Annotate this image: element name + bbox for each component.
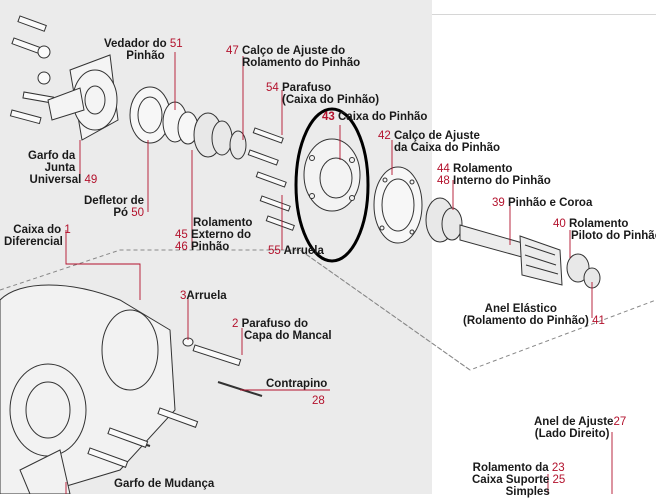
dust-deflector <box>129 86 199 145</box>
label-pilot-bearing: 40 Rolamento Piloto do Pinhão <box>553 218 656 242</box>
cotter-pin <box>217 381 263 397</box>
pilot-bearing <box>566 253 601 289</box>
assembly-outline <box>0 249 656 371</box>
inner-pinion-bearing <box>425 197 463 243</box>
label-deflector: Defletor de Pó 50 <box>84 195 145 219</box>
label-adjust-ring: Anel de Ajuste27 (Lado Direito) <box>534 416 627 440</box>
outer-pinion-bearing <box>193 112 247 160</box>
label-pinion-seal: Vedador do 51 Pinhão <box>104 38 183 62</box>
differential-case <box>0 284 176 494</box>
label-inner-bearing: 44 Rolamento 48 Interno do Pinhão <box>437 163 551 187</box>
label-washer-55: 55 Arruela <box>268 245 324 257</box>
top-divider <box>432 14 656 15</box>
label-housing-bolt: 54 Parafuso (Caixa do Pinhão) <box>266 82 380 106</box>
label-snap-ring: Anel Elástico (Rolamento do Pinhão) 41 <box>463 303 605 327</box>
label-washer-3: 3Arruela <box>180 290 227 302</box>
label-pinion-housing: 43 Caixa do Pinhão <box>322 111 428 123</box>
label-differential-case: Caixa do 1 Diferencial <box>4 224 71 248</box>
label-carrier-bearing: Rolamento da 23 Caixa Suporte 25 Simples <box>472 462 566 498</box>
bearing-cap-bolt <box>192 344 242 367</box>
label-shift-fork: Garfo de Mudança <box>114 478 215 490</box>
highlight-circle <box>294 107 370 263</box>
label-yoke: Garfo da Junta Universal 49 <box>28 150 98 186</box>
label-housing-shim: 42 Calço de Ajuste da Caixa do Pinhão <box>378 130 501 154</box>
label-cap-bolt: 2 Parafuso do Capa do Mancal <box>232 318 332 342</box>
label-cotter-pin: Contrapino 28 <box>266 378 328 407</box>
housing-shim <box>373 166 423 244</box>
pinion-gear <box>459 224 563 286</box>
pinion-housing <box>303 138 361 212</box>
universal-joint-yoke <box>47 54 119 141</box>
housing-bolts <box>247 127 295 231</box>
label-outer-bearing: Rolamento 45 Externo do 46 Pinhão <box>175 217 253 253</box>
label-bearing-shim: 47 Calço de Ajuste do Rolamento do Pinhã… <box>226 45 361 69</box>
label-pinion-ring-gear: 39 Pinhão e Coroa <box>492 197 593 209</box>
yoke-bolts <box>9 15 55 125</box>
